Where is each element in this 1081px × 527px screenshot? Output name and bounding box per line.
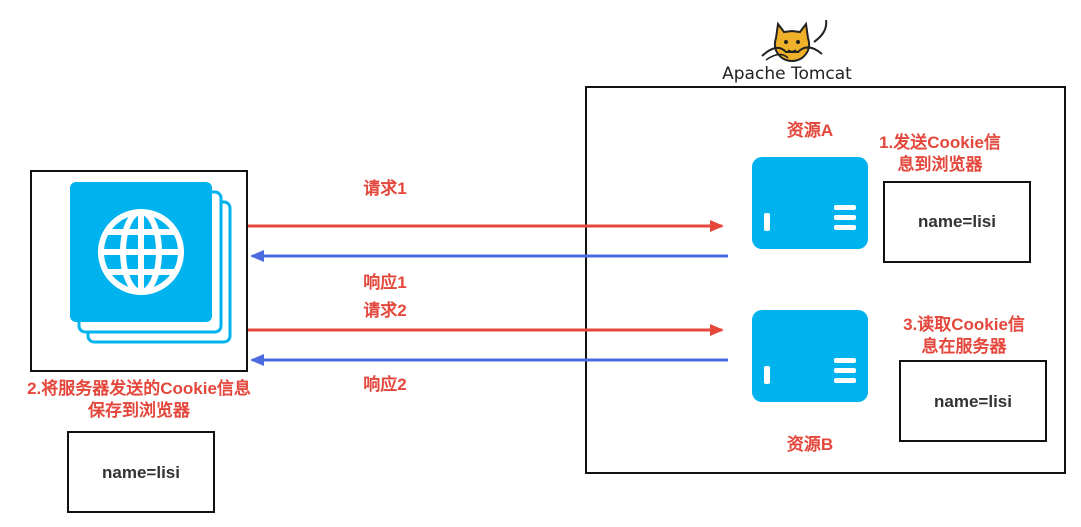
browser-icon-stack (70, 182, 235, 344)
tomcat-logo: Apache Tomcat (722, 12, 852, 84)
tomcat-brand-label: Apache Tomcat (722, 64, 852, 84)
server-icon (752, 310, 868, 402)
cookie-box-server-a: name=lisi (883, 181, 1031, 263)
server-a (752, 157, 868, 249)
request1-label: 请求1 (363, 179, 407, 198)
step3-line1: 3.读取Cookie信 (903, 315, 1025, 334)
server-b (752, 310, 868, 402)
step2-label: 2.将服务器发送的Cookie信息 保存到浏览器 (0, 378, 278, 422)
cookie-box-browser: name=lisi (67, 431, 215, 513)
step2-line2: 保存到浏览器 (88, 401, 190, 420)
request2-label: 请求2 (363, 301, 407, 320)
globe-icon (98, 209, 184, 295)
response2-label: 响应2 (363, 375, 407, 394)
cookie-value-server-a: name=lisi (918, 212, 996, 231)
cookie-box-server-b: name=lisi (899, 360, 1047, 442)
tomcat-logo-icon (761, 19, 828, 62)
cookie-value-server-b: name=lisi (934, 392, 1012, 411)
cookie-value-browser: name=lisi (102, 463, 180, 482)
step1-line2: 息到浏览器 (897, 155, 983, 174)
step1-line1: 1.发送Cookie信 (879, 133, 1001, 152)
step2-line1: 2.将服务器发送的Cookie信息 (27, 379, 251, 398)
resource-b-label: 资源B (786, 435, 834, 454)
step3-line2: 息在服务器 (921, 337, 1007, 356)
response1-label: 响应1 (363, 273, 407, 292)
step1-label: 1.发送Cookie信 息到浏览器 (868, 132, 1012, 176)
resource-a-label: 资源A (786, 121, 834, 140)
server-icon (752, 157, 868, 249)
step3-label: 3.读取Cookie信 息在服务器 (884, 314, 1044, 358)
